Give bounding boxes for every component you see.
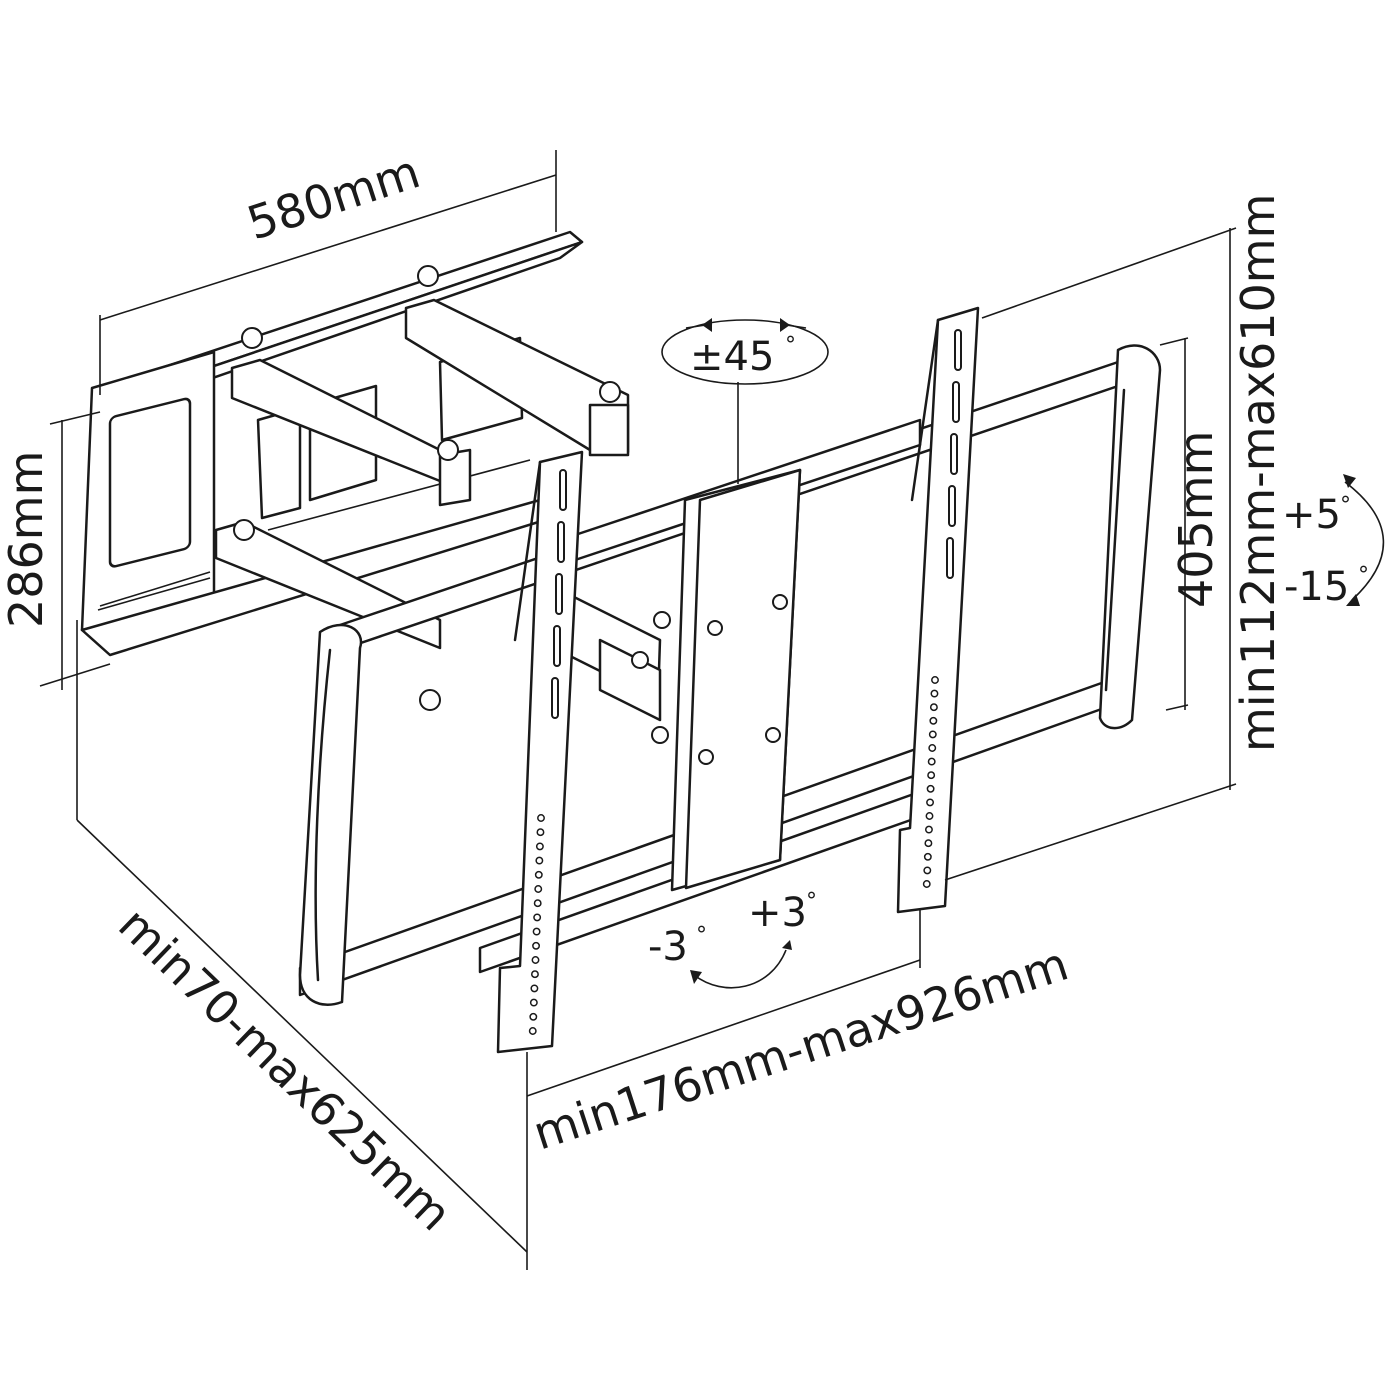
mounting-hole [535, 856, 544, 865]
left-vertical-strip [496, 450, 584, 1054]
mounting-hole [928, 744, 937, 752]
mounting-hole [536, 828, 545, 837]
center-plate [670, 468, 802, 892]
mounting-hole [925, 812, 934, 820]
mounting-hole [922, 880, 931, 888]
mounting-hole [533, 913, 542, 922]
mounting-hole [532, 927, 541, 936]
mounting-hole [924, 839, 933, 848]
label-swivel: ±45 [690, 334, 774, 380]
mounting-hole [927, 771, 936, 780]
label-wall-plate-width: 580mm [241, 144, 426, 250]
mounting-hole [529, 1012, 538, 1021]
level-indicator [690, 940, 792, 989]
label-horizontal-spacing: min176mm-max926mm [527, 937, 1075, 1161]
mounting-hole [931, 676, 939, 684]
degree-level-minus: ° [696, 923, 707, 948]
mounting-hole [926, 784, 935, 793]
tilt-indicator [1343, 474, 1385, 606]
label-tilt-down: -15 [1284, 564, 1349, 610]
mounting-hole [534, 870, 543, 879]
mounting-hole [531, 956, 540, 964]
degree-level-plus: ° [806, 889, 817, 914]
label-vertical-range: min112mm-max610mm [1231, 194, 1285, 752]
dimension-lines [39, 150, 1237, 1270]
mounting-hole [532, 941, 540, 950]
label-level-plus: +3 [748, 890, 807, 936]
degree-tilt-down: ° [1358, 563, 1369, 588]
mounting-hole [923, 866, 932, 875]
label-vertical-spacing: 405mm [1169, 431, 1223, 608]
degree-swivel: ° [785, 333, 796, 358]
mounting-hole [530, 984, 539, 993]
right-vertical-strip [896, 306, 980, 914]
mounting-hole [529, 998, 538, 1007]
label-tilt-up: +5 [1282, 492, 1341, 538]
wall-plate [80, 230, 584, 657]
left-strip-hole-column [528, 814, 545, 1035]
mounting-hole [925, 825, 933, 834]
label-level-minus: -3 [648, 924, 688, 970]
mounting-hole [929, 716, 938, 725]
label-wall-plate-height: 286mm [0, 451, 53, 628]
mounting-hole [528, 1027, 537, 1035]
mounting-hole [537, 814, 545, 822]
degree-tilt-up: ° [1340, 493, 1351, 518]
mounting-hole [531, 970, 539, 979]
right-strip-hole-column [922, 676, 939, 888]
right-end-bracket [1098, 344, 1162, 730]
mounting-hole [534, 885, 543, 893]
mounting-hole [927, 757, 936, 766]
articulating-arms [214, 298, 671, 744]
mounting-hole [928, 730, 937, 739]
mounting-hole [926, 798, 934, 807]
mounting-hole [535, 842, 544, 851]
mounting-hole [923, 852, 932, 861]
mounting-hole [930, 689, 939, 698]
mounting-hole [929, 703, 938, 712]
swivel-indicator [661, 318, 829, 385]
left-end-bracket [298, 623, 363, 1006]
mounting-hole [533, 899, 542, 908]
